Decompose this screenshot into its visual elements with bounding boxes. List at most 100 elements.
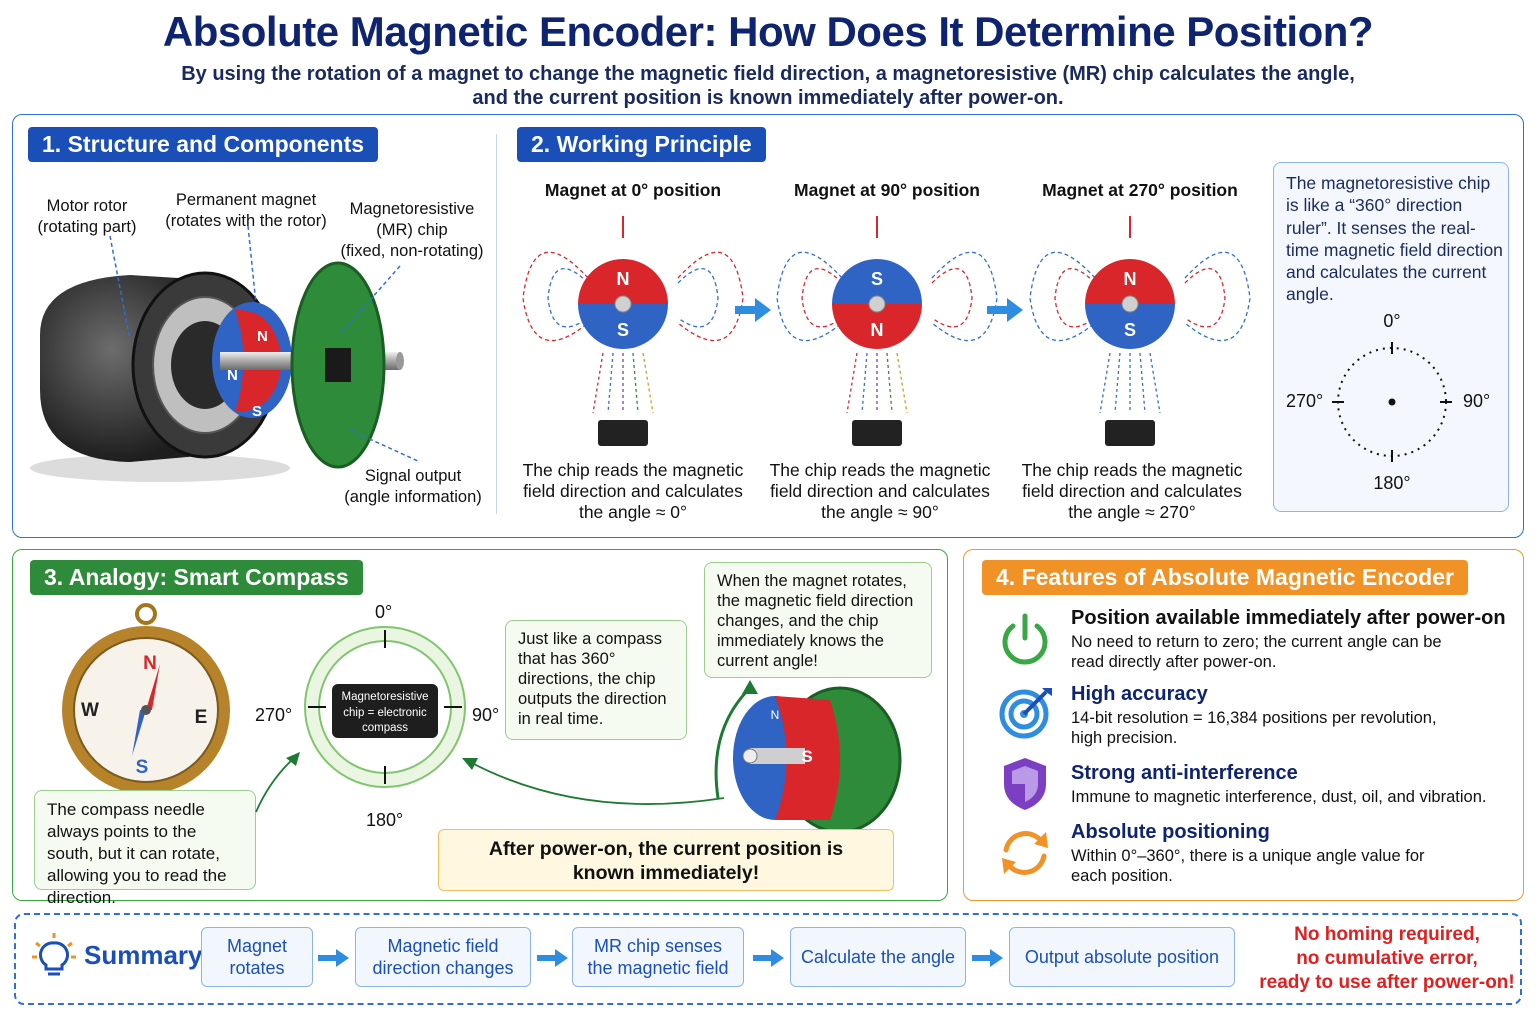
poweron-callout: After power-on, the current position is … bbox=[438, 829, 894, 891]
ruler-dial-right: 90° bbox=[1463, 391, 1491, 411]
feature-power-desc: No need to return to zero; the current a… bbox=[1071, 633, 1442, 671]
arrow-90-to-270 bbox=[987, 298, 1023, 322]
target-icon bbox=[999, 688, 1052, 739]
summary-arrow-2 bbox=[537, 949, 568, 967]
shaft-end bbox=[396, 352, 404, 370]
col270-title: Magnet at 270° position bbox=[1042, 180, 1238, 200]
field-line bbox=[931, 268, 973, 328]
compass-w: W bbox=[81, 700, 99, 721]
feature-interference-desc: Immune to magnetic interference, dust, o… bbox=[1071, 788, 1487, 806]
subtitle-line-1: By using the rotation of a magnet to cha… bbox=[181, 63, 1355, 85]
lightbulb-icon bbox=[32, 933, 76, 976]
signal-output-label: Signal output (angle information) bbox=[344, 467, 482, 506]
magnet-rotation-bubble: When the magnet rotates, the magnetic fi… bbox=[704, 562, 932, 678]
summary-step-4: Calculate the angle bbox=[790, 927, 966, 987]
magnet-shaft-end bbox=[742, 748, 758, 764]
chip-ray bbox=[896, 352, 908, 414]
col270-desc: The chip reads the magnetic field direct… bbox=[1021, 460, 1243, 522]
feature-accuracy-desc: 14-bit resolution = 16,384 positions per… bbox=[1071, 709, 1437, 747]
field-line bbox=[677, 268, 719, 328]
ruler-dial bbox=[1332, 342, 1452, 462]
chip-illustration bbox=[1105, 420, 1155, 446]
section4-panel bbox=[963, 549, 1524, 901]
compass-ring-loop bbox=[135, 603, 157, 625]
dial-top-label: 0° bbox=[375, 602, 393, 622]
chip-illustration bbox=[852, 420, 902, 446]
col90-bottom-pole: N bbox=[871, 320, 884, 340]
ruler-text: The magnetoresistive chip is like a “360… bbox=[1286, 173, 1503, 305]
feature-interference-title: Strong anti-interference bbox=[1071, 762, 1298, 784]
motor-leader-line bbox=[109, 235, 131, 341]
signal-leader-line bbox=[349, 429, 421, 463]
dial-bottom-label: 180° bbox=[366, 810, 404, 830]
col0-bottom-pole: S bbox=[617, 320, 629, 340]
magnet-center bbox=[1121, 295, 1139, 313]
compass-needle-north bbox=[146, 664, 160, 710]
magnet-top-half bbox=[578, 259, 668, 304]
rotating-magnet-illustration: N S bbox=[733, 686, 902, 834]
page-title: Absolute Magnetic Encoder: How Does It D… bbox=[162, 8, 1374, 55]
summary-arrow-3 bbox=[753, 949, 784, 967]
col270-top-pole: N bbox=[1124, 269, 1137, 289]
chip-ray bbox=[632, 352, 639, 414]
pcb-mr-chip bbox=[325, 348, 351, 382]
col0-title: Magnet at 0° position bbox=[544, 180, 722, 200]
section1-pole-n-left: N bbox=[227, 367, 238, 384]
chip-ray bbox=[861, 352, 868, 414]
rotating-magnet-n: N bbox=[771, 708, 780, 722]
section2-heading: 2. Working Principle bbox=[517, 127, 766, 162]
chip-ray bbox=[592, 352, 604, 414]
page-subtitle: By using the rotation of a magnet to cha… bbox=[80, 62, 1456, 110]
magnet-bottom-half bbox=[1085, 304, 1175, 349]
col90-desc: The chip reads the magnetic field direct… bbox=[769, 460, 991, 522]
motor-assembly-illustration: N N S bbox=[30, 225, 421, 482]
motor-shadow bbox=[30, 454, 290, 482]
dial-right-label: 90° bbox=[472, 705, 500, 725]
magnet-red-band bbox=[775, 696, 840, 820]
col90-title: Magnet at 90° position bbox=[794, 180, 980, 200]
dial-chip-label: Magnetoresistive chip = electronic compa… bbox=[341, 691, 429, 734]
arrow-0-to-90 bbox=[735, 298, 771, 322]
magnet-leader-line bbox=[247, 225, 257, 305]
top-panel-divider bbox=[496, 134, 497, 514]
compass-e: E bbox=[195, 707, 208, 728]
compass-pivot bbox=[141, 705, 151, 715]
field-line bbox=[1184, 268, 1226, 328]
col270-bottom-pole: S bbox=[1124, 320, 1136, 340]
summary-conclusion: No homing required, no cumulative error,… bbox=[1259, 924, 1515, 993]
section3-heading: 3. Analogy: Smart Compass bbox=[30, 560, 363, 595]
chip-ray bbox=[1114, 352, 1121, 414]
section1-pole-n-top: N bbox=[257, 328, 268, 345]
col0-top-pole: N bbox=[617, 269, 630, 289]
dial-left-label: 270° bbox=[255, 705, 293, 725]
rotating-magnet-s: S bbox=[801, 747, 812, 766]
rotation-arrow bbox=[714, 680, 758, 799]
compass-n: N bbox=[143, 653, 157, 674]
feature-accuracy-title: High accuracy bbox=[1071, 683, 1208, 705]
field-line bbox=[801, 268, 843, 328]
compass-s: S bbox=[136, 757, 149, 778]
field-line bbox=[776, 251, 843, 342]
ruler-dial-top: 0° bbox=[1383, 311, 1401, 331]
col90-top-pole: S bbox=[871, 269, 883, 289]
compass-illustration: N S W E bbox=[62, 603, 230, 794]
magnet-center bbox=[614, 295, 632, 313]
mr-chip-label: Magnetoresistive (MR) chip (fixed, non-r… bbox=[340, 200, 484, 260]
magnet-bottom-half bbox=[832, 304, 922, 349]
field-line bbox=[677, 251, 744, 342]
chip-illustration bbox=[598, 420, 648, 446]
ruler-dial-left: 270° bbox=[1286, 391, 1324, 411]
permanent-magnet-label: Permanent magnet (rotates with the rotor… bbox=[165, 191, 327, 230]
chip-ray bbox=[1139, 352, 1146, 414]
chip-ray bbox=[886, 352, 893, 414]
field-line bbox=[522, 251, 589, 342]
magnet-top-half bbox=[1085, 259, 1175, 304]
section1-heading: 1. Structure and Components bbox=[28, 127, 379, 162]
magnet-bottom-half bbox=[578, 304, 668, 349]
dial-center bbox=[1388, 398, 1396, 406]
chip-ray bbox=[846, 352, 858, 414]
field-diagram-0deg: N S bbox=[522, 216, 744, 446]
summary-arrow-1 bbox=[318, 949, 349, 967]
